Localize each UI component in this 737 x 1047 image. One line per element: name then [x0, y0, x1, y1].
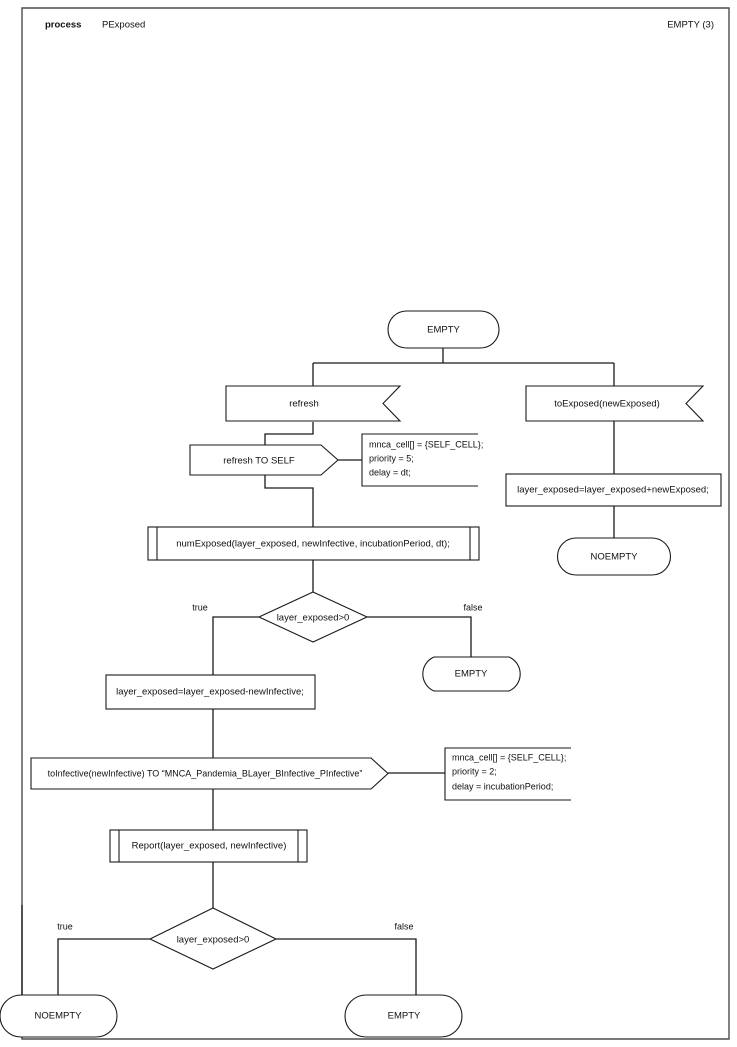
conn-decision2-false [276, 938, 417, 995]
connector-layer [21, 348, 615, 995]
state-label: NOEMPTY [35, 1011, 83, 1022]
diagram-frame [21, 7, 730, 1040]
conn-decision2-true [57, 938, 150, 995]
comment-shape [444, 747, 571, 801]
node-comment-toinfective: mnca_cell[] = {SELF_CELL}; priority = 2;… [444, 747, 571, 801]
header-page-state: EMPTY (3) [667, 20, 714, 31]
procedure-inner-bars [118, 830, 299, 862]
state-shape [387, 310, 500, 349]
input-shape [225, 385, 402, 422]
comment-line-3: delay = incubationPeriod; [452, 781, 553, 791]
state-label: EMPTY [455, 669, 488, 680]
decision-label: layer_exposed>0 [277, 613, 350, 624]
input-label: refresh [289, 399, 319, 410]
node-state-noempty-bottom[interactable]: NOEMPTY [0, 994, 118, 1038]
procedure-label: numExposed(layer_exposed, newInfective, … [176, 539, 450, 550]
decision-shape [257, 591, 369, 643]
state-shape [557, 537, 671, 576]
header-process-name: PExposed [102, 20, 145, 31]
comment-shape [361, 433, 478, 487]
state-label: EMPTY [388, 1011, 421, 1022]
procedure-label: Report(layer_exposed, newInfective) [132, 841, 287, 852]
node-comment-refresh: mnca_cell[] = {SELF_CELL}; priority = 5;… [361, 433, 483, 487]
node-proc-numexposed[interactable]: numExposed(layer_exposed, newInfective, … [147, 526, 480, 561]
node-start-state[interactable]: EMPTY [387, 310, 500, 349]
output-label: toInfective(newInfective) TO “MNCA_Pande… [48, 768, 363, 778]
state-label: NOEMPTY [591, 552, 639, 563]
conn-output-to-numexposed [264, 475, 314, 527]
task-label: layer_exposed=layer_exposed-newInfective… [116, 687, 304, 698]
comment-line-2: priority = 5; [369, 453, 414, 463]
comment-line-2: priority = 2; [452, 766, 497, 776]
node-output-refresh-self[interactable]: refresh TO SELF [189, 444, 339, 476]
decision-branch-true: true [57, 921, 73, 931]
node-state-empty-mid[interactable]: EMPTY [422, 656, 521, 692]
node-input-toexposed[interactable]: toExposed(newExposed) [525, 385, 705, 422]
header-keyword: process [45, 20, 81, 31]
procedure-outer-shape [147, 526, 480, 561]
state-shape [0, 994, 118, 1038]
decision-branch-false: false [394, 921, 413, 931]
node-task-add-exposed[interactable]: layer_exposed=layer_exposed+newExposed; [505, 473, 722, 507]
node-output-toinfective[interactable]: toInfective(newInfective) TO “MNCA_Pande… [30, 757, 389, 790]
node-input-refresh[interactable]: refresh [225, 385, 402, 422]
conn-refresh-to-output [264, 422, 314, 445]
output-label: refresh TO SELF [223, 456, 295, 467]
node-decision-top[interactable]: layer_exposed>0 true false [192, 591, 483, 643]
state-shape [344, 994, 463, 1038]
input-shape [525, 385, 705, 422]
input-label: toExposed(newExposed) [554, 399, 660, 410]
decision-branch-false: false [463, 602, 482, 612]
node-proc-report[interactable]: Report(layer_exposed, newInfective) [109, 829, 308, 863]
state-label: EMPTY [427, 325, 460, 336]
task-label: layer_exposed=layer_exposed+newExposed; [517, 485, 709, 496]
conn-decision-false [367, 616, 472, 657]
decision-label: layer_exposed>0 [177, 935, 250, 946]
task-shape [105, 674, 316, 710]
comment-line-1: mnca_cell[] = {SELF_CELL}; [369, 439, 483, 449]
task-shape [505, 473, 722, 507]
output-shape [30, 757, 389, 790]
decision-branch-true: true [192, 602, 208, 612]
comment-line-1: mnca_cell[] = {SELF_CELL}; [452, 752, 566, 762]
conn-decision-true [212, 616, 259, 675]
procedure-outer-shape [109, 829, 308, 863]
procedure-inner-bars [156, 527, 471, 560]
comment-line-3: delay = dt; [369, 467, 411, 477]
state-shape [422, 656, 521, 692]
node-task-sub-infective[interactable]: layer_exposed=layer_exposed-newInfective… [105, 674, 316, 710]
decision-shape [148, 907, 278, 970]
node-decision-bottom[interactable]: layer_exposed>0 true false [57, 907, 414, 970]
node-state-noempty-right[interactable]: NOEMPTY [557, 537, 671, 576]
node-state-empty-bottom[interactable]: EMPTY [344, 994, 463, 1038]
output-shape [189, 444, 339, 476]
